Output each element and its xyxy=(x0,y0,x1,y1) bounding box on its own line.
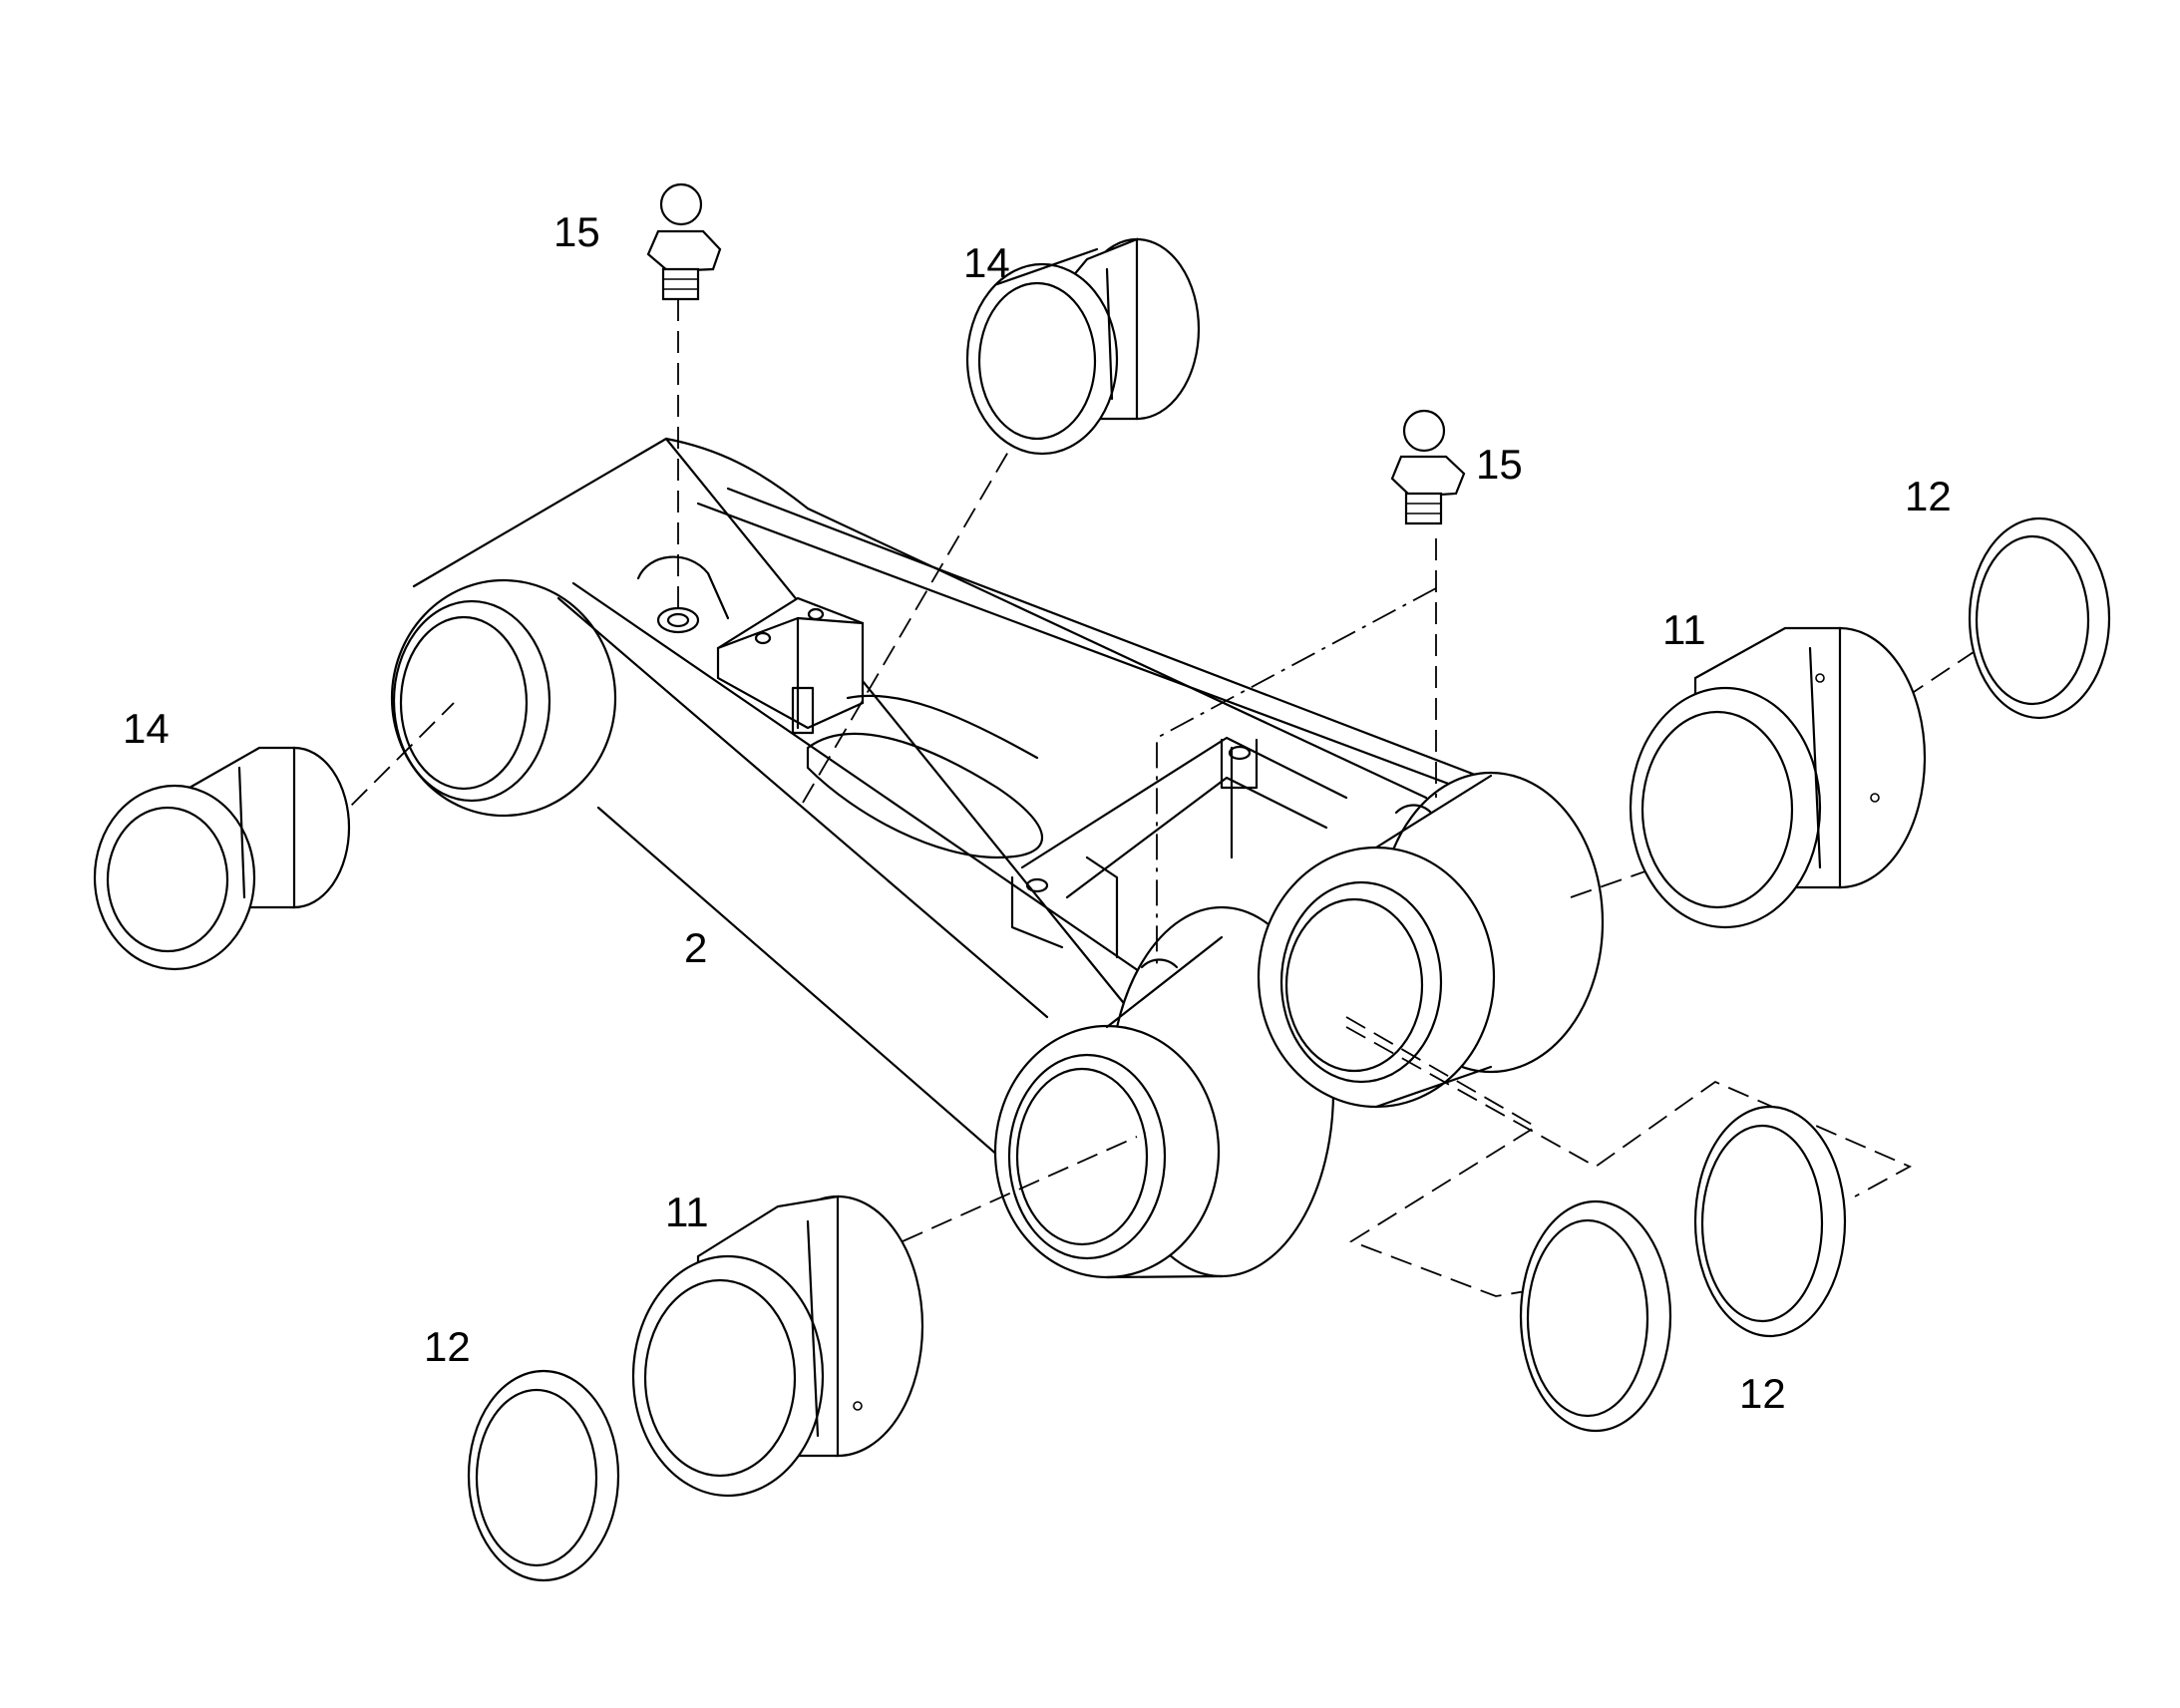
callout-14-left: 14 xyxy=(123,705,170,752)
bushing-bottom xyxy=(631,1195,924,1498)
flanged-bushing-top xyxy=(965,237,1201,456)
callout-11-right: 11 xyxy=(1662,606,1706,653)
callout-12-bottom-left: 12 xyxy=(424,1323,471,1370)
ring-bottom-center xyxy=(1519,1199,1672,1433)
callout-2-frame: 2 xyxy=(684,924,707,971)
grease-nipple-top-left xyxy=(646,182,722,301)
callout-12-bottom-right: 12 xyxy=(1739,1370,1786,1417)
ring-bottom-left xyxy=(467,1369,620,1582)
bushing-right xyxy=(1629,626,1927,929)
callout-15-right: 15 xyxy=(1476,441,1523,488)
flanged-bushing-left xyxy=(93,746,351,971)
ring-right-top xyxy=(1968,516,2111,720)
callout-15-top-left: 15 xyxy=(553,208,600,255)
callout-14-top: 14 xyxy=(963,239,1010,286)
grease-nipple-right xyxy=(1390,409,1466,525)
callout-12-top-right: 12 xyxy=(1905,473,1952,519)
callout-11-bottom: 11 xyxy=(665,1189,709,1235)
ring-bottom-right xyxy=(1693,1105,1847,1338)
link-frame xyxy=(390,437,1605,1279)
